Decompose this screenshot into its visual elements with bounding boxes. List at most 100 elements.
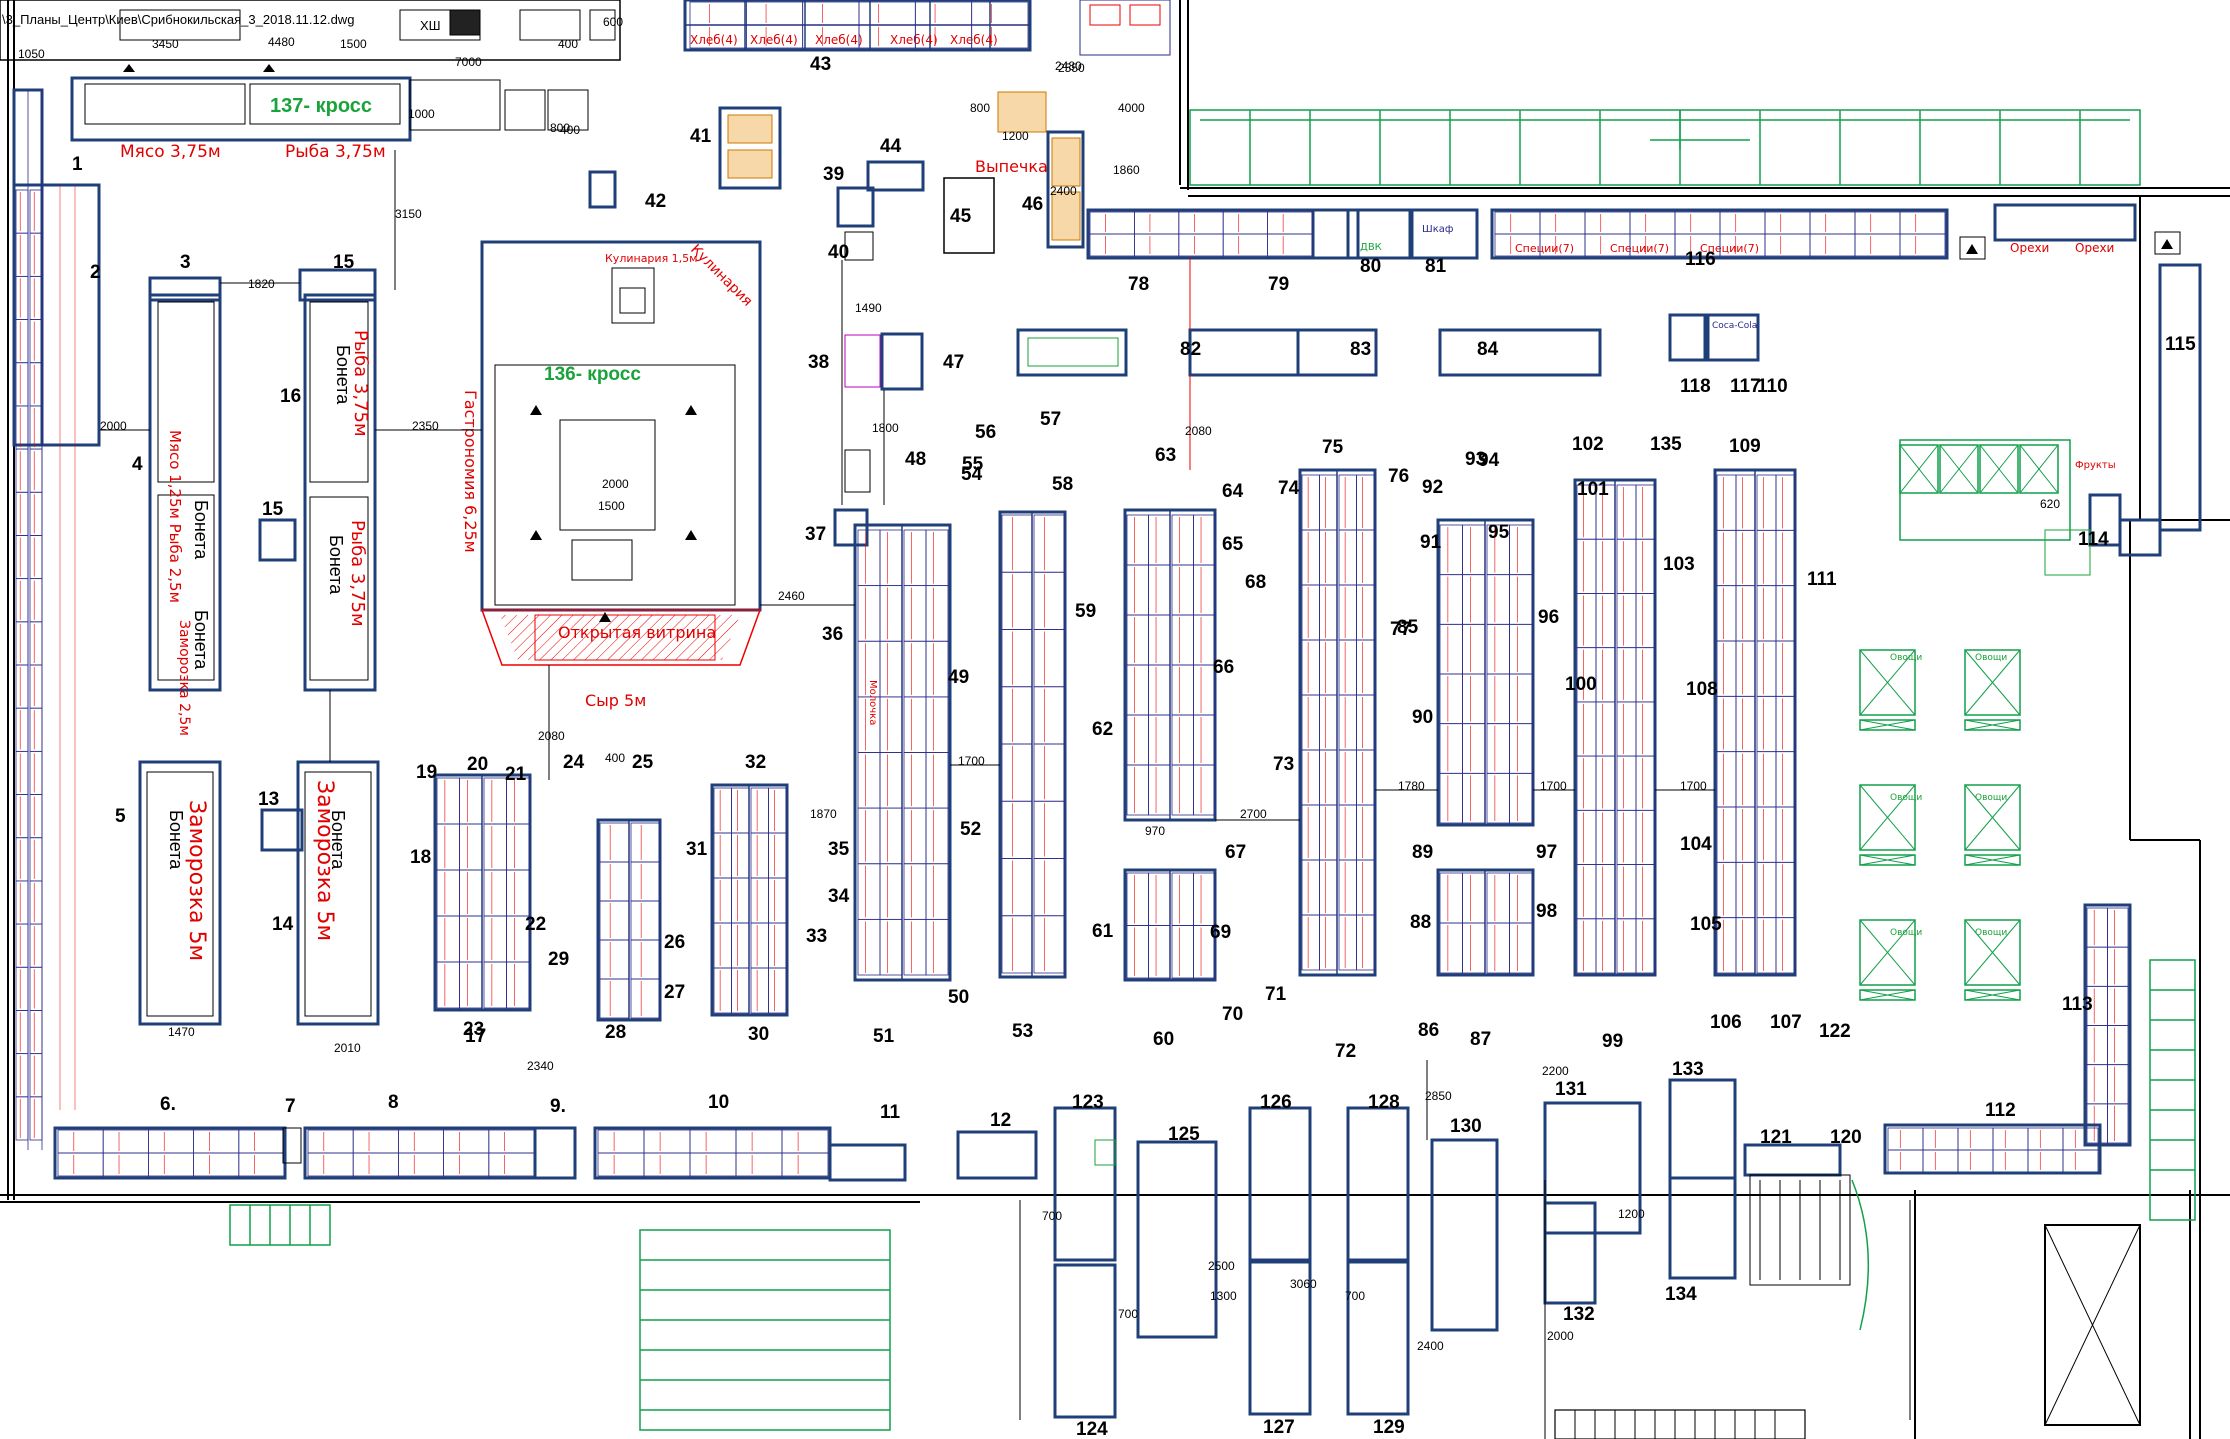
wall-left2-shelf-cell xyxy=(29,448,43,493)
r103-shelf-cell xyxy=(1616,484,1637,540)
zone-number: 130 xyxy=(1450,1116,1482,1137)
zone-number: 3 xyxy=(180,252,191,273)
r66-shelf-cell xyxy=(1171,564,1194,616)
r49-shelf-cell xyxy=(925,752,949,809)
r22-shelf-cell xyxy=(483,823,507,871)
r73-shelf-cell xyxy=(1301,529,1320,586)
dimension-value: 1500 xyxy=(598,499,625,513)
r49-shelf-cell xyxy=(925,918,949,976)
r116-shelf-cell xyxy=(1899,211,1946,235)
r86-shelf-cell xyxy=(1338,639,1357,696)
r98-shelf-cell xyxy=(1509,922,1533,974)
dimension-value: 1780 xyxy=(1398,779,1425,793)
wall-b3-shelf-cell xyxy=(735,1129,783,1154)
r73-shelf-cell xyxy=(1319,529,1338,586)
r111-shelf-cell xyxy=(1756,751,1777,808)
r103-shelf-cell xyxy=(1635,647,1656,703)
dimension-value: 700 xyxy=(1118,1307,1138,1321)
r61-shelf-cell xyxy=(1126,872,1149,926)
r111-shelf-cell xyxy=(1756,474,1777,531)
zone-number: 51 xyxy=(873,1026,895,1047)
zone-number: 109 xyxy=(1729,436,1761,457)
spices-label-1: Специи(7) xyxy=(1515,242,1574,255)
dimension-value: 1000 xyxy=(408,107,435,121)
wall-left-shelf-cell xyxy=(15,966,29,1011)
zone-number: 87 xyxy=(1470,1029,1491,1050)
produce-top-crate-3-cross xyxy=(2019,444,2059,494)
zone-number: 28 xyxy=(605,1022,626,1043)
r73-shelf-cell xyxy=(1319,639,1338,696)
zone-number: 48 xyxy=(905,449,926,470)
r36-shelf-cell xyxy=(879,529,903,587)
zone-number: 98 xyxy=(1536,901,1557,922)
rack-54-59 xyxy=(998,510,1067,979)
r112-shelf-cell xyxy=(2062,1149,2099,1173)
r96-shelf-cell xyxy=(1486,574,1510,625)
zone-number: 94 xyxy=(1478,450,1500,471)
meat-label: Мясо 3,75м xyxy=(120,142,221,162)
wall-left-shelf-cell xyxy=(15,1010,29,1055)
bakery-area: Выпечка xyxy=(588,91,1085,547)
bonet-4-title: Бонета xyxy=(326,535,346,595)
dimension-value: 1500 xyxy=(340,37,367,51)
dimension-value: 1700 xyxy=(1680,779,1707,793)
dimension-value: 2200 xyxy=(1542,1064,1569,1078)
r100-shelf-cell xyxy=(1576,918,1597,974)
zone-number: 104 xyxy=(1680,834,1712,855)
zone-number: 31 xyxy=(686,839,708,860)
r73-shelf-cell xyxy=(1301,749,1320,806)
zone-number: 59 xyxy=(1075,601,1096,622)
r112-shelf-cell xyxy=(1992,1149,2029,1173)
r116-shelf-cell xyxy=(1584,211,1631,235)
r49-shelf-cell xyxy=(903,529,927,587)
gastronomy-label: Гастрономия 6,25м xyxy=(461,390,480,553)
r69-shelf-cell xyxy=(1193,925,1216,979)
zone-number: 36 xyxy=(822,624,843,645)
r103-shelf-cell xyxy=(1635,864,1656,920)
r18-shelf-cell xyxy=(436,961,460,1009)
r113-shelf-cell xyxy=(2107,985,2129,1026)
r116-shelf-cell xyxy=(1809,233,1856,257)
bonet-3-title: Бонета xyxy=(333,345,353,405)
r116-shelf-cell xyxy=(1494,211,1541,235)
zone-number: 117 xyxy=(1730,376,1761,397)
rack-label-moloko: Молочка xyxy=(867,680,878,725)
zone-number: 70 xyxy=(1222,1004,1243,1025)
zone-number: 19 xyxy=(416,762,437,783)
produce-top-crate-2-cross xyxy=(1979,444,2019,494)
bonet-4-label: Рыба 3,75м xyxy=(347,520,368,627)
wall-left-shelf-cell xyxy=(15,491,29,536)
dimension-value: 2850 xyxy=(1425,1089,1452,1103)
r36-shelf-cell xyxy=(857,529,881,587)
r98-shelf-cell xyxy=(1509,872,1533,924)
wall-rack-left xyxy=(12,88,101,1150)
bread-label-4: Хлеб(4) xyxy=(890,33,938,47)
r89-shelf-cell xyxy=(1439,872,1463,924)
r91-shelf-cell xyxy=(1462,623,1486,675)
r77-shelf-cell xyxy=(1267,233,1313,257)
r100-shelf-cell xyxy=(1576,593,1597,649)
r69-shelf-cell xyxy=(1171,872,1194,926)
cheese-label: Сыр 5м xyxy=(585,691,646,710)
wall-b1-shelf-cell xyxy=(238,1152,285,1177)
zone-number: 54 xyxy=(961,464,983,485)
r62-shelf-cell xyxy=(1148,564,1171,616)
r43-shelf-cell xyxy=(689,1,747,26)
r33-shelf-cell xyxy=(768,922,787,969)
dimension-value: 2700 xyxy=(1240,807,1267,821)
r108-shelf-cell xyxy=(1716,695,1737,753)
zone-number: 55 xyxy=(962,454,984,475)
wall-left2-shelf-cell xyxy=(29,750,43,795)
zone-number: 58 xyxy=(1052,474,1073,495)
zone-number: 96 xyxy=(1538,607,1559,628)
r86-shelf-cell xyxy=(1338,529,1357,586)
r108-shelf-cell xyxy=(1735,695,1756,753)
r108-shelf-cell xyxy=(1735,806,1756,863)
zone-number: 97 xyxy=(1536,842,1557,863)
r18-shelf-cell xyxy=(436,823,460,871)
zone-number: 24 xyxy=(563,752,585,773)
zone-number: 134 xyxy=(1665,1284,1697,1305)
r22-shelf-cell xyxy=(483,777,507,825)
r100-shelf-cell xyxy=(1576,864,1597,920)
wall-left-shelf-cell xyxy=(15,880,29,925)
